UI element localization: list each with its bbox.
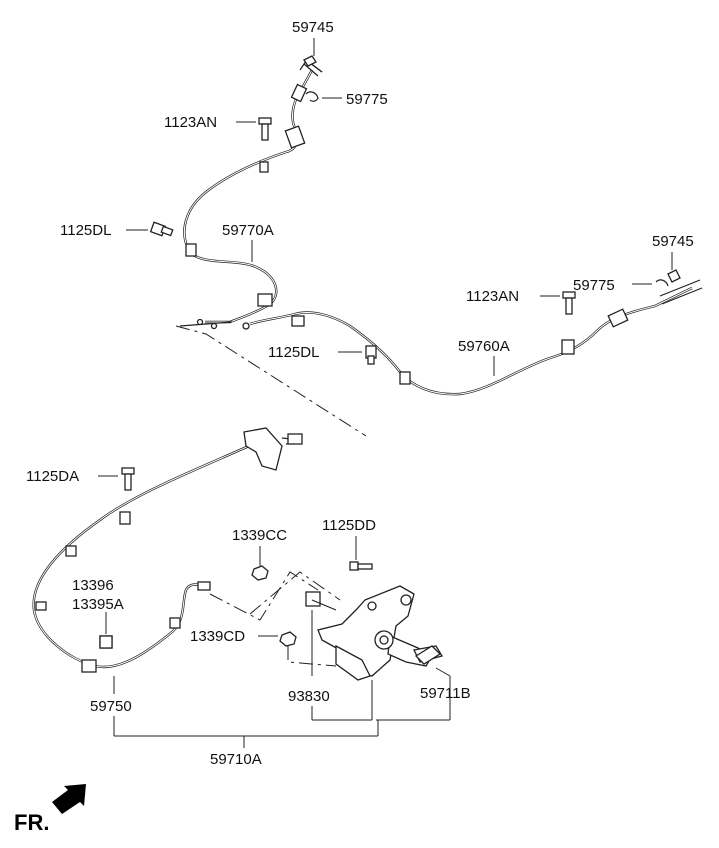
front-direction-arrow-icon <box>52 784 86 814</box>
label-1125da: 1125DA <box>26 468 79 485</box>
clip-59745-right-icon <box>667 269 681 283</box>
label-1339cd: 1339CD <box>190 628 245 645</box>
label-59760a: 59760A <box>458 338 510 355</box>
cable-59750 <box>32 427 303 673</box>
bolt-1123an-top-icon <box>258 117 272 141</box>
label-59770a: 59770A <box>222 222 274 239</box>
label-1123an-top: 1123AN <box>164 114 217 131</box>
bolt-1125dl-mid-icon <box>365 345 377 365</box>
bolt-1125dd-icon <box>349 561 373 571</box>
clip-59775-right-icon <box>655 279 669 287</box>
cable-59760a <box>242 279 703 396</box>
label-59750: 59750 <box>90 698 132 715</box>
bolt-1125da-icon <box>121 467 135 491</box>
label-59745-top: 59745 <box>292 19 334 36</box>
label-59745-right: 59745 <box>652 233 694 250</box>
sensor-59711b-icon <box>414 645 442 665</box>
front-direction-label: FR. <box>14 810 49 835</box>
bolt-1123an-right-icon <box>562 291 576 315</box>
label-1125dd: 1125DD <box>322 517 376 534</box>
label-59775-top: 59775 <box>346 91 388 108</box>
label-59711b: 59711B <box>420 685 471 702</box>
label-1125dl-mid: 1125DL <box>268 344 319 361</box>
dashed-guides <box>175 325 367 667</box>
label-1123an-right: 1123AN <box>466 288 519 305</box>
bolt-1125dl-left-icon <box>149 221 174 237</box>
leader-lines <box>98 38 673 748</box>
label-59710a: 59710A <box>210 751 262 768</box>
cable-59770a <box>179 57 323 330</box>
label-93830: 93830 <box>288 688 330 705</box>
clip-59745-top-icon <box>303 55 317 67</box>
label-1125dl-left: 1125DL <box>60 222 111 239</box>
parking-pedal-assembly <box>305 585 443 681</box>
grommet-13395a-icon <box>99 635 113 649</box>
label-1339cc: 1339CC <box>232 527 287 544</box>
label-59775-right: 59775 <box>573 277 615 294</box>
label-13396: 13396 <box>72 577 114 594</box>
nut-1339cc-icon <box>251 565 269 581</box>
clip-59775-top-icon <box>305 91 319 102</box>
label-13395a: 13395A <box>72 596 124 613</box>
nut-1339cd-icon <box>279 631 297 647</box>
